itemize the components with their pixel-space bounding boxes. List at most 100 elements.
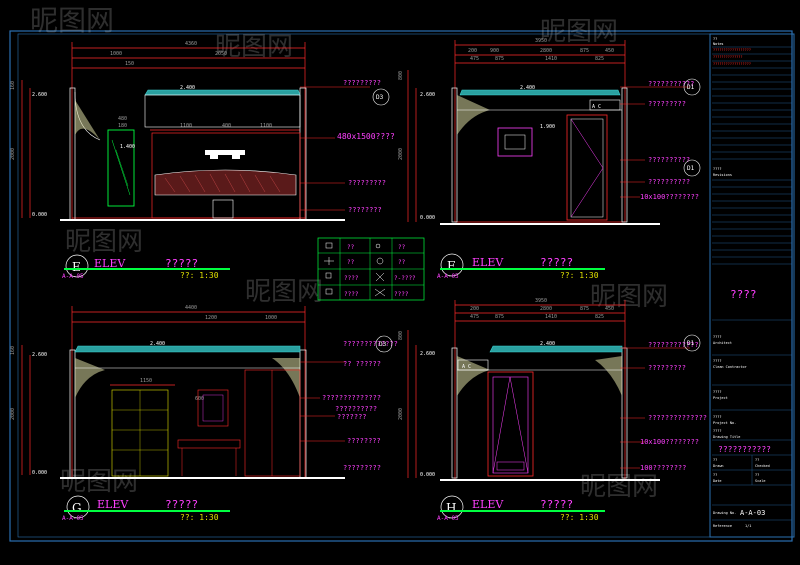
title-block: ?? Notes ?????????????????? ????????????… (709, 33, 795, 538)
dim-label: 825 (595, 314, 604, 320)
callout-text: ?????????? (335, 405, 377, 413)
tb-value: Checked (755, 464, 770, 468)
level-label: 2.400 (540, 341, 555, 347)
dim-label: 1100 (260, 123, 272, 129)
tb-label: ???? (713, 359, 721, 363)
svg-text:A C: A C (462, 364, 471, 370)
elevation-letter: F (447, 259, 455, 273)
tb-label: ?? (713, 473, 717, 477)
dim-label: 400 (222, 123, 231, 129)
dim-label: 200 (470, 306, 479, 312)
dim-label: 825 (595, 56, 604, 62)
level-label: 0.000 (32, 470, 47, 476)
tb-label: Reference (713, 524, 732, 528)
tb-value: Clean Contractor (713, 365, 747, 369)
watermark-text: 昵图网 (30, 4, 114, 37)
callout-text: 10x100???????? (640, 438, 699, 446)
tb-label: ?? (755, 458, 759, 462)
tb-note: ?????????????????? (713, 62, 751, 66)
dim-label: 475 (470, 314, 479, 320)
scale-label: ??: 1:30 (180, 513, 219, 522)
dim-label: 2000 (398, 148, 404, 160)
dim-label: 800 (398, 71, 404, 80)
watermark-layer: 昵图网 昵图网 昵图网 昵图网 昵图网 昵图网 昵图网 昵图网 (30, 4, 668, 502)
dim-label: 1200 (205, 315, 217, 321)
dim-label: 480 (118, 116, 127, 122)
elevation-g: 4400 1200 1000 1150 600 160 2000 2.600 2… (10, 305, 398, 522)
elevation-f: 3950 200 900 2800 875 450 475 875 1410 8… (398, 38, 701, 280)
legend-cell: ???? (344, 275, 359, 282)
section-marker (683, 334, 701, 352)
scale-label: ??: 1:30 (560, 513, 599, 522)
legend-cell: ?? (347, 259, 355, 266)
elevation-elev: ELEV (94, 257, 126, 270)
section-marker-label: D1 (687, 165, 695, 172)
tb-value: Project No. (713, 421, 736, 425)
dim-label: 450 (605, 306, 614, 312)
dim-label: 4360 (185, 41, 197, 47)
elevation-bubble (65, 254, 89, 278)
elevation-h: 3950 200 2800 875 450 475 875 1410 825 8… (398, 298, 707, 522)
dim-label: 2050 (215, 51, 227, 57)
dim-label: 160 (10, 81, 16, 90)
dim-label: 160 (10, 346, 16, 355)
callout-text: ?????????? (648, 178, 690, 186)
level-label: 0.000 (420, 472, 435, 478)
dim-label: 875 (580, 48, 589, 54)
project-name: ???? (730, 288, 757, 301)
section-marker (375, 335, 393, 353)
tb-value: Drawn (713, 464, 724, 468)
callout-text: ???????? (347, 437, 381, 445)
dim-label: 2000 (10, 408, 16, 420)
elevation-letter: H (446, 501, 456, 515)
elevation-title: ????? (540, 256, 573, 269)
level-label: 2.400 (180, 85, 195, 91)
dim-label: 200 (468, 48, 477, 54)
tb-label: ???? (713, 429, 721, 433)
dim-label: 800 (398, 331, 404, 340)
tb-note: ?????????????? (713, 55, 743, 59)
callout-text: ????????? (648, 100, 686, 108)
dim-label: 1410 (545, 56, 557, 62)
sheet-ref: A-A-05 (437, 273, 459, 280)
sheet-ref: A-A-05 (62, 273, 84, 280)
level-label: 2.600 (32, 92, 47, 98)
section-marker-label: D1 (687, 340, 695, 347)
callout-text: ???????????? (648, 341, 699, 349)
elevation-bubble (440, 495, 464, 519)
tb-value: Scale (755, 479, 766, 483)
callout-text: ?????????????? (648, 414, 707, 422)
tb-label: ???? (713, 335, 721, 339)
scale-label: ??: 1:30 (560, 271, 599, 280)
section-marker-label: D3 (379, 341, 387, 348)
callout-text: ?? ?????? (343, 360, 381, 368)
tb-value: 1/1 (745, 524, 751, 528)
sheet-ref: A-A-05 (62, 515, 84, 522)
elevation-elev: ELEV (97, 498, 129, 511)
watermark-text: 昵图网 (580, 472, 658, 502)
section-marker (683, 159, 701, 177)
sheet-ref: A-A-05 (437, 515, 459, 522)
section-marker (683, 78, 701, 96)
level-label: 2.400 (150, 341, 165, 347)
tb-label: ???? (713, 167, 721, 171)
dim-label: 180 (118, 123, 127, 129)
legend-cell: ???? (344, 291, 359, 298)
dim-label: 600 (195, 396, 204, 402)
callout-text: ????????? (648, 364, 686, 372)
legend-cell: ?? (347, 244, 355, 251)
tb-label: ?? (755, 473, 759, 477)
tb-note: ?????????????????? (713, 48, 751, 52)
elevation-e: 4360 2050 1000 150 1100 400 1100 480 180… (10, 41, 395, 280)
elevation-letter: G (72, 501, 82, 515)
elevation-title: ????? (165, 498, 198, 511)
legend-cell: ?? (398, 244, 406, 251)
tb-label: ?? (713, 37, 717, 41)
dim-label: 875 (495, 56, 504, 62)
dim-label: 1000 (265, 315, 277, 321)
callout-text: 480x1500???? (337, 132, 395, 141)
tb-value: Revisions (713, 173, 732, 177)
dim-label: 475 (470, 56, 479, 62)
dim-label: 1100 (180, 123, 192, 129)
